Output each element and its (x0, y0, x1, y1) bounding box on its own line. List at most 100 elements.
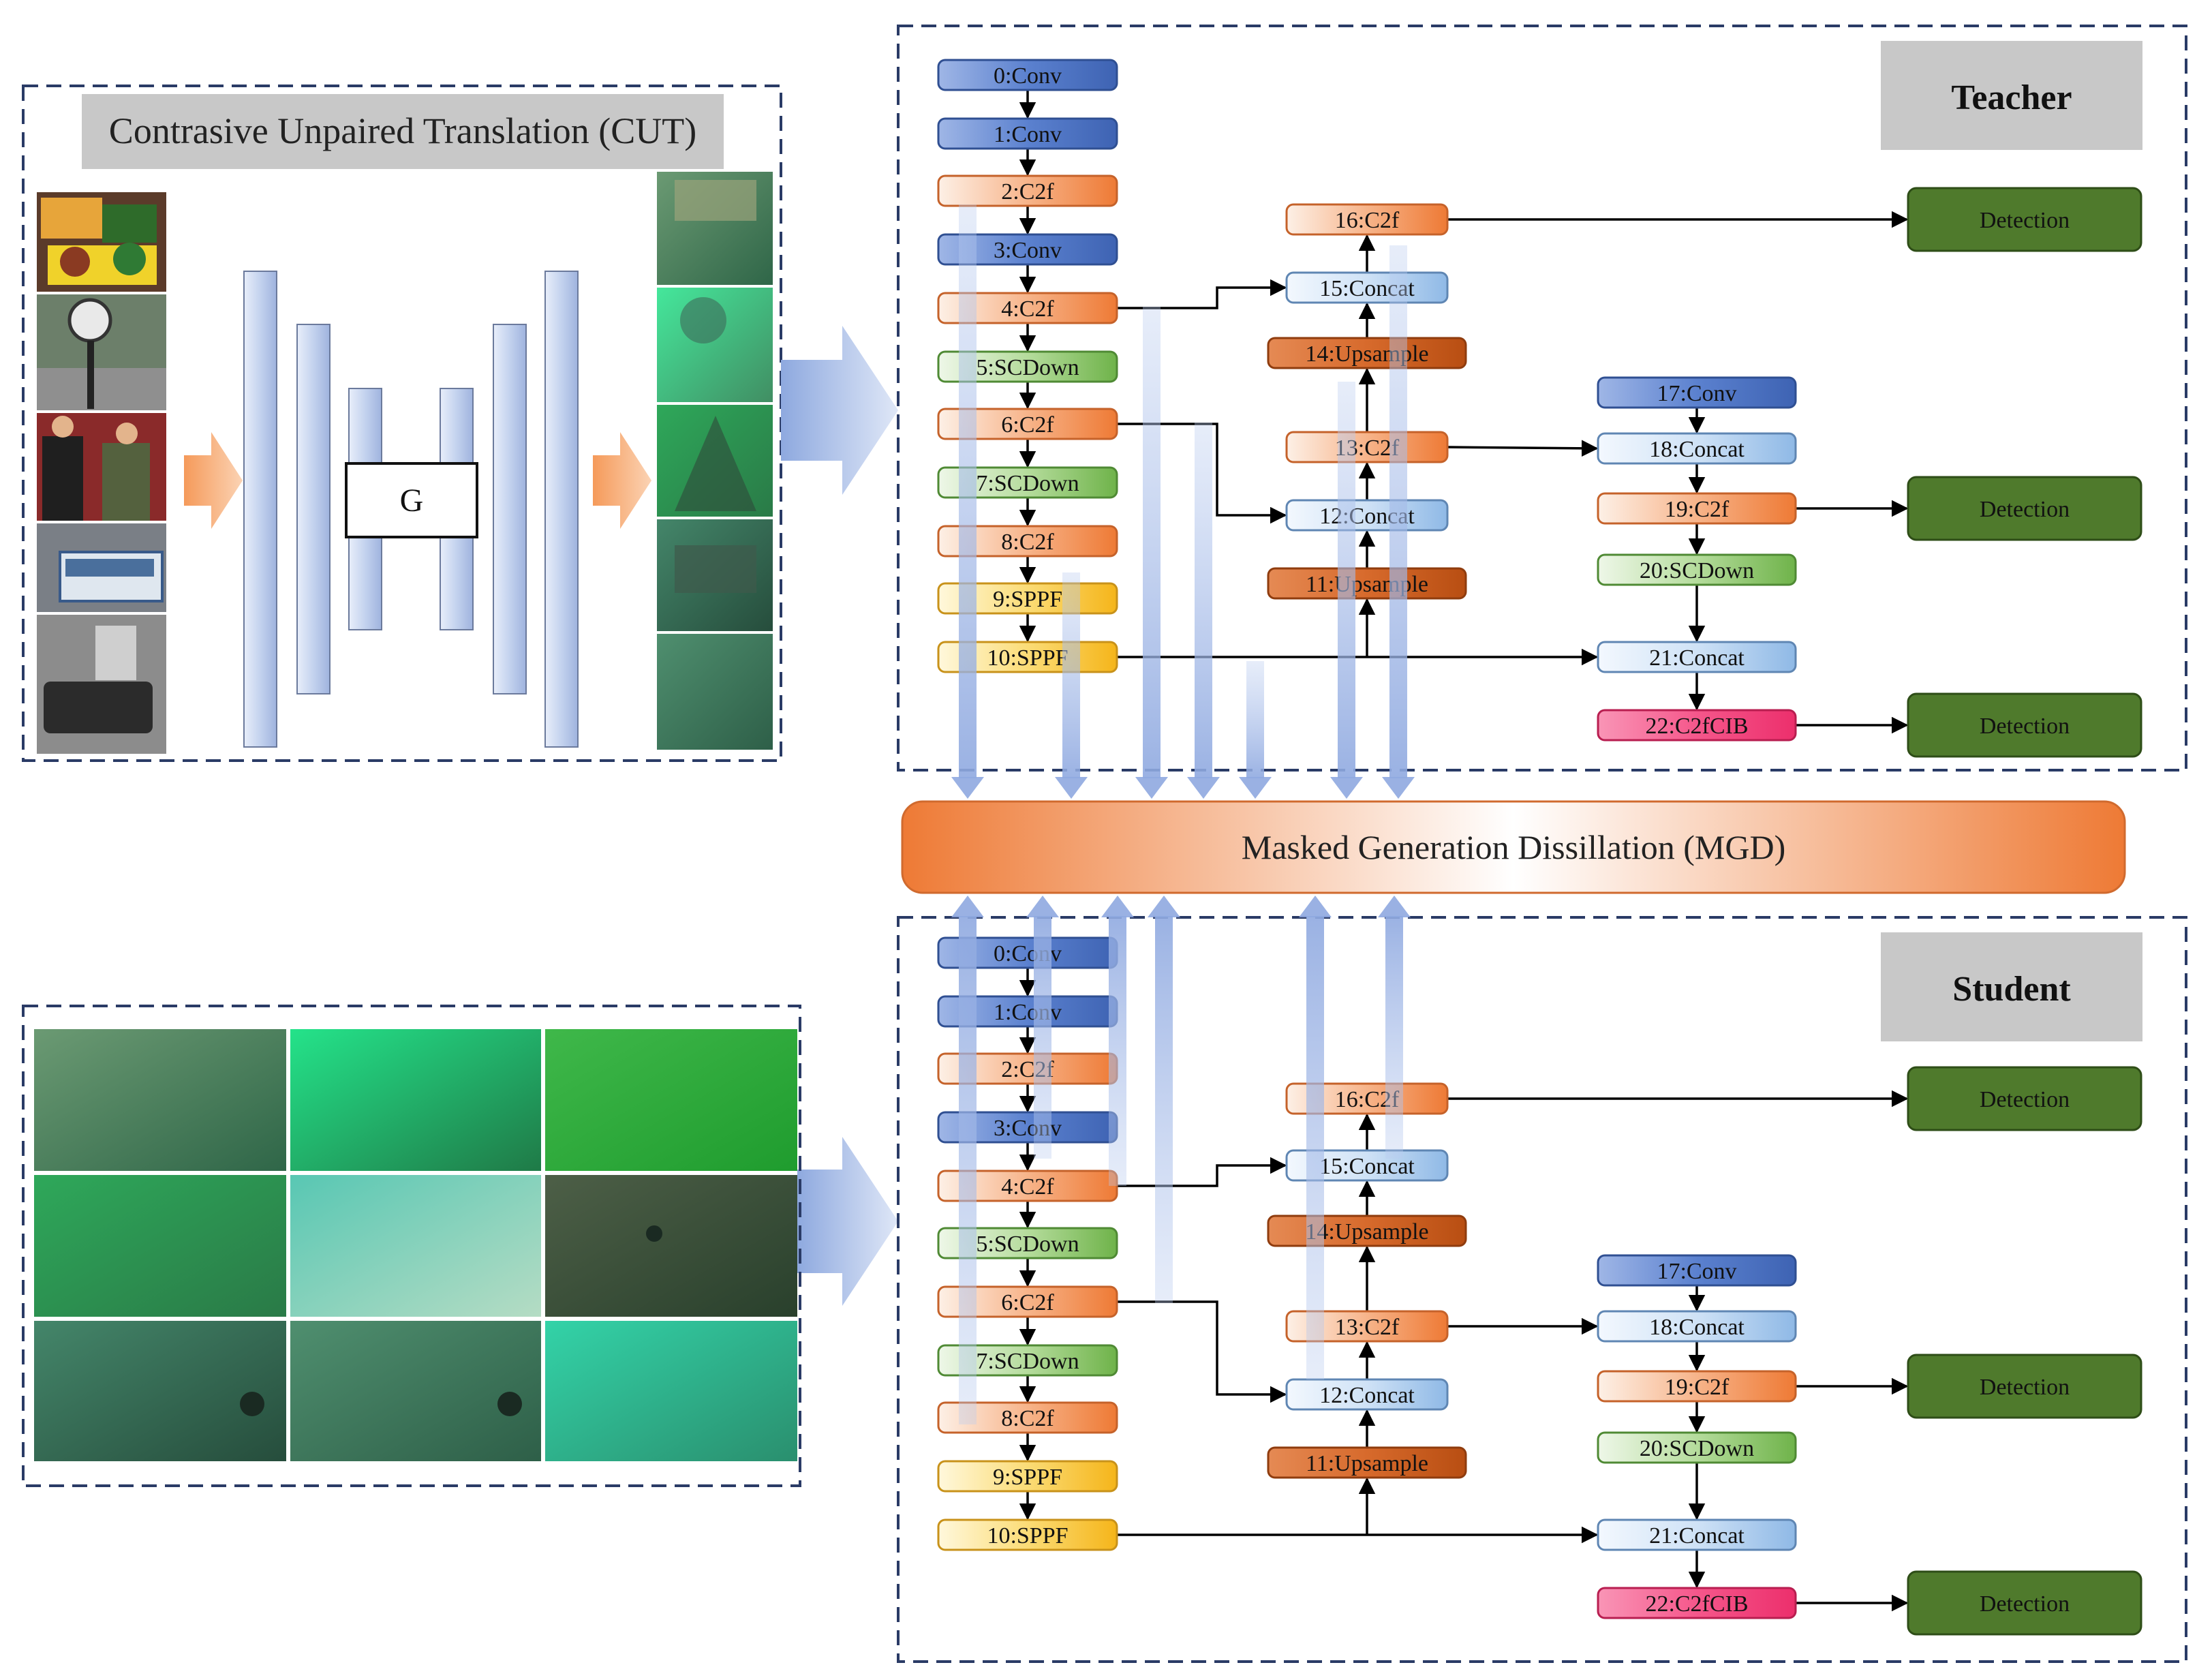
student-feature-arrow-1 (951, 896, 984, 1424)
teacher-node-label-n18: 18:Concat (1649, 437, 1745, 462)
student-node-n13 (1285, 1310, 1449, 1343)
teacher-node-n21 (1597, 641, 1797, 673)
teacher-feature-arrow-1 (951, 204, 984, 799)
dataset-thumb-6 (545, 1175, 797, 1317)
teacher-node-n1 (937, 117, 1118, 150)
teacher-detection-label-2: Detection (1980, 497, 2070, 522)
student-node-label-n20: 20:SCDown (1640, 1436, 1754, 1461)
student-node-label-n1: 1:Conv (994, 1000, 1062, 1025)
teacher-node-n2 (937, 174, 1118, 207)
student-node-label-n3: 3:Conv (994, 1116, 1062, 1141)
teacher-detection-label-1: Detection (1980, 208, 2070, 233)
student-node-label-n4: 4:C2f (1001, 1174, 1054, 1200)
student-title-box (1881, 932, 2142, 1041)
teacher-node-n5 (937, 350, 1118, 383)
student-feature-arrow-6 (1378, 896, 1411, 1159)
student-detection-label-2: Detection (1980, 1375, 2070, 1400)
student-node-n7 (937, 1344, 1118, 1377)
teacher-node-label-n2: 2:C2f (1001, 179, 1054, 204)
teacher-edge-n13-n18 (1447, 440, 1599, 457)
teacher-feature-arrow-5 (1239, 661, 1272, 799)
student-node-n18 (1597, 1310, 1797, 1343)
teacher-node-n16 (1285, 203, 1449, 236)
student-node-n12 (1285, 1378, 1449, 1411)
dataset-thumb-7 (34, 1321, 286, 1461)
teacher-detection-box-1 (1907, 187, 2142, 252)
student-detection-label-3: Detection (1980, 1591, 2070, 1617)
cut-title: Contrasive Unpaired Translation (CUT) (109, 110, 696, 151)
teacher-node-label-n6: 6:C2f (1001, 412, 1054, 438)
student-node-label-n14: 14:Upsample (1305, 1219, 1428, 1244)
dataset-thumb-5 (290, 1175, 541, 1317)
mgd-bar (901, 800, 2126, 894)
teacher-detection-box-3 (1907, 692, 2142, 758)
teacher-node-n19 (1597, 492, 1797, 525)
student-edge-n6-n12 (1117, 1300, 1287, 1403)
teacher-node-label-n14: 14:Upsample (1305, 341, 1428, 367)
teacher-node-n8 (937, 525, 1118, 558)
student-node-label-n5: 5:SCDown (976, 1232, 1079, 1257)
student-node-n5 (937, 1227, 1118, 1259)
teacher-node-n14 (1267, 337, 1467, 369)
cut-title-box (82, 94, 724, 169)
teacher-node-label-n9: 9:SPPF (993, 587, 1062, 612)
teacher-node-label-n4: 4:C2f (1001, 296, 1054, 322)
teacher-title: Teacher (1951, 78, 2072, 117)
student-node-n8 (937, 1401, 1118, 1434)
student-node-n17 (1597, 1254, 1797, 1287)
teacher-node-n3 (937, 233, 1118, 266)
teacher-node-label-n16: 16:C2f (1335, 208, 1400, 233)
mgd-label: Masked Generation Dissillation (MGD) (1242, 828, 1785, 866)
student-node-label-n0: 0:Conv (994, 941, 1062, 966)
teacher-node-n11 (1267, 567, 1467, 600)
teacher-node-n17 (1597, 376, 1797, 409)
student-node-label-n12: 12:Concat (1319, 1383, 1415, 1408)
student-node-n6 (937, 1285, 1118, 1318)
student-node-n21 (1597, 1518, 1797, 1551)
dataset-thumb-3 (545, 1029, 797, 1171)
student-feature-arrow-4 (1148, 896, 1180, 1303)
teacher-node-label-n7: 7:SCDown (976, 471, 1079, 496)
teacher-feature-arrow-6 (1330, 382, 1363, 799)
student-node-label-n21: 21:Concat (1649, 1523, 1745, 1548)
teacher-feature-arrow-7 (1382, 245, 1415, 799)
teacher-feature-arrow-4 (1187, 423, 1220, 799)
student-node-label-n17: 17:Conv (1657, 1259, 1736, 1284)
student-node-label-n13: 13:C2f (1335, 1315, 1400, 1340)
cut-input-arrow (184, 432, 243, 529)
dataset-to-student-arrow (797, 1137, 898, 1306)
student-node-n15 (1285, 1149, 1449, 1182)
teacher-title-box (1881, 41, 2142, 150)
dataset-thumb-8 (290, 1321, 541, 1461)
generator-box (345, 462, 478, 538)
teacher-node-label-n20: 20:SCDown (1640, 558, 1754, 583)
teacher-node-n6 (937, 408, 1118, 440)
teacher-network: TeacherDetectionDetectionDetection0:Conv… (897, 25, 2187, 772)
student-detection-box-2 (1907, 1354, 2142, 1419)
cut-output-arrow (593, 432, 651, 529)
student-title: Student (1952, 970, 2071, 1009)
underwater-dataset-panel (22, 1005, 801, 1487)
student-detection-label-1: Detection (1980, 1087, 2070, 1112)
student-detection-box-1 (1907, 1066, 2142, 1131)
teacher-edge-n4-n15 (1117, 279, 1287, 309)
student-node-n16 (1285, 1082, 1449, 1115)
student-edge-n4-n15 (1117, 1157, 1287, 1187)
teacher-node-label-n11: 11:Upsample (1306, 572, 1428, 597)
student-network: StudentDetectionDetectionDetection0:Conv… (897, 916, 2187, 1663)
cut-to-teacher-arrow (781, 326, 898, 495)
teacher-node-n18 (1597, 432, 1797, 465)
student-node-label-n18: 18:Concat (1649, 1315, 1745, 1340)
student-node-n20 (1597, 1431, 1797, 1464)
teacher-node-label-n10: 10:SPPF (987, 645, 1068, 671)
student-node-n22 (1597, 1587, 1797, 1619)
cut-output-thumbnails (657, 172, 773, 750)
student-feature-arrow-3 (1101, 896, 1134, 1186)
student-node-label-n9: 9:SPPF (993, 1465, 1062, 1490)
dataset-thumb-9 (545, 1321, 797, 1461)
dataset-thumb-2 (290, 1029, 541, 1171)
student-node-label-n6: 6:C2f (1001, 1290, 1054, 1315)
student-feature-arrow-5 (1299, 896, 1332, 1379)
teacher-node-label-n21: 21:Concat (1649, 645, 1745, 671)
student-node-label-n22: 22:C2fCIB (1645, 1591, 1748, 1617)
